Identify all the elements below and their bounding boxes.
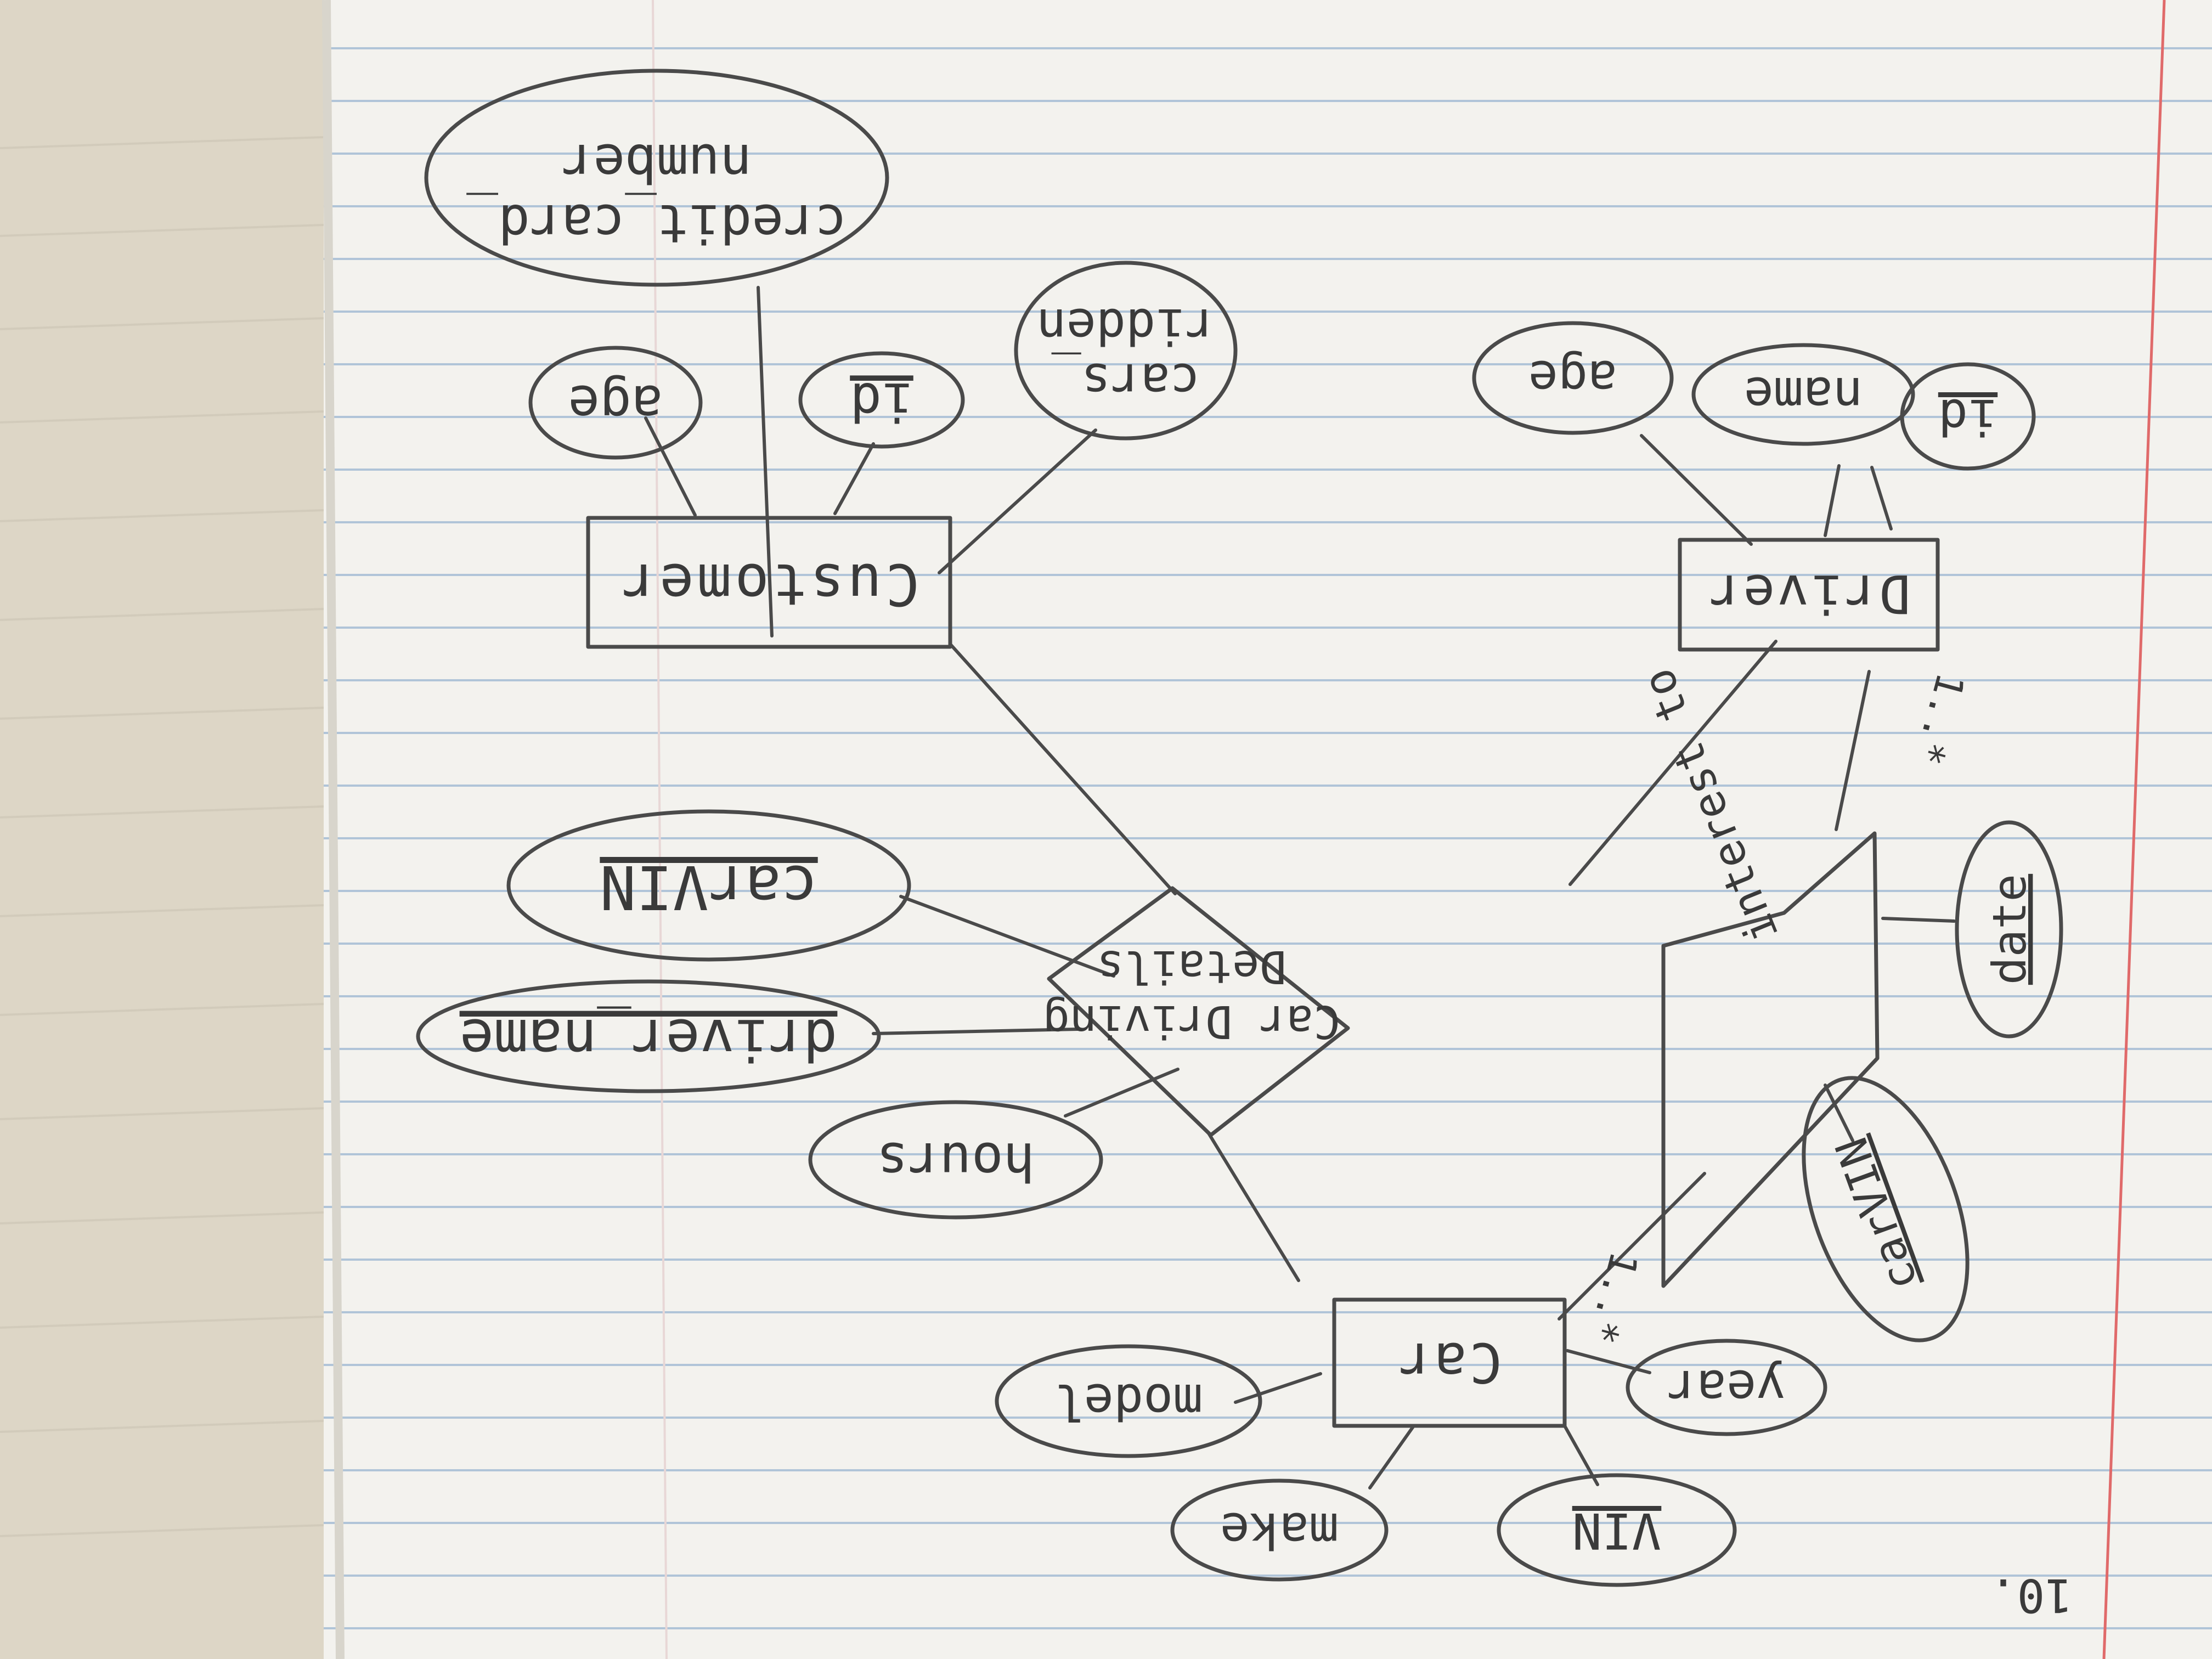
line-car-make xyxy=(1368,1424,1415,1489)
attr-rel-carvin-label: carVIN xyxy=(600,852,817,922)
page-number: 10. xyxy=(1989,1568,2073,1622)
attr-rel-hours-label: hours xyxy=(877,1131,1035,1192)
attr-car-model-label: model xyxy=(1054,1373,1203,1430)
line-rel-car xyxy=(1206,1131,1300,1282)
attr-customer-cars-line1: cars_ xyxy=(1051,352,1200,410)
left-page-rules xyxy=(0,136,324,1537)
attr-driver-name: name xyxy=(1691,343,1915,446)
attr-customer-id-label: id xyxy=(850,371,913,432)
attr-customer-credit-line1: credit_card_ xyxy=(466,193,847,254)
line-interest-carvin xyxy=(1824,1084,1854,1142)
relationship-car-driving-details-line1: Car Driving xyxy=(1042,995,1340,1047)
attr-driver-id-label: id xyxy=(1938,388,1997,445)
entity-customer-label: Customer xyxy=(619,551,920,618)
entity-driver: Driver xyxy=(1678,538,1940,652)
attr-customer-age: age xyxy=(528,346,703,460)
attr-car-year-label: year xyxy=(1667,1359,1786,1417)
attr-interest-date: date xyxy=(1955,820,2063,1039)
line-driver-rel xyxy=(1568,640,1778,886)
line-driver-id xyxy=(1870,466,1893,531)
attr-customer-cars-ridden: cars_ ridden xyxy=(1014,261,1238,441)
attr-driver-id: id xyxy=(1900,362,2036,471)
line-car-model xyxy=(1234,1372,1322,1404)
attr-rel-carvin: carVIN xyxy=(506,809,911,962)
entity-car-label: Car xyxy=(1397,1330,1503,1395)
attr-customer-age-label: age xyxy=(568,374,663,435)
faint-vertical-line xyxy=(652,0,668,1659)
entity-car: Car xyxy=(1332,1297,1567,1428)
attr-interest-date-label: date xyxy=(1983,874,2036,985)
ruled-lines xyxy=(324,0,2212,1659)
attr-car-model: model xyxy=(995,1344,1262,1458)
entity-customer: Customer xyxy=(586,516,952,649)
line-interest-car xyxy=(1558,1172,1706,1321)
attr-car-vin-label: VIN xyxy=(1572,1502,1662,1559)
line-rel-driver-name xyxy=(872,1028,1079,1035)
attr-car-make-label: make xyxy=(1220,1502,1339,1559)
left-page xyxy=(0,0,329,1659)
line-rel-hours xyxy=(1064,1068,1180,1118)
attr-driver-age-label: age xyxy=(1528,349,1618,407)
attr-rel-hours: hours xyxy=(808,1100,1103,1220)
relationship-car-driving-details: Car Driving Details xyxy=(1042,886,1350,1137)
attr-customer-id: id xyxy=(798,351,965,449)
line-customer-id xyxy=(833,442,875,515)
attr-rel-driver-name: driver_name xyxy=(416,979,881,1093)
attr-customer-credit-card-number: credit_card_ number xyxy=(424,69,889,287)
entity-driver-label: Driver xyxy=(1707,563,1911,624)
attr-customer-cars-line2: ridden xyxy=(1036,297,1215,355)
line-rel-carvin xyxy=(899,895,1115,978)
line-interest-date xyxy=(1881,917,1956,923)
attr-driver-age: age xyxy=(1472,321,1674,435)
sheet-fold-shadow xyxy=(322,0,345,1659)
attr-rel-driver-name-label: driver_name xyxy=(460,1006,838,1073)
attr-car-vin: VIN xyxy=(1497,1473,1737,1587)
attr-driver-name-label: name xyxy=(1744,366,1863,424)
line-driver-interest xyxy=(1835,670,1871,831)
attr-customer-credit-line2: number xyxy=(562,132,752,194)
line-driver-name xyxy=(1824,464,1841,537)
line-customer-credit xyxy=(757,286,774,637)
line-customer-rel xyxy=(949,642,1177,895)
attr-car-make: make xyxy=(1170,1479,1389,1582)
line-driver-age xyxy=(1640,434,1753,546)
line-customer-age xyxy=(644,416,697,517)
line-customer-cars xyxy=(938,428,1097,574)
relationship-car-driving-details-line2: Details xyxy=(1097,940,1286,992)
attr-car-year: year xyxy=(1626,1339,1827,1436)
margin-line-red xyxy=(2102,0,2166,1659)
